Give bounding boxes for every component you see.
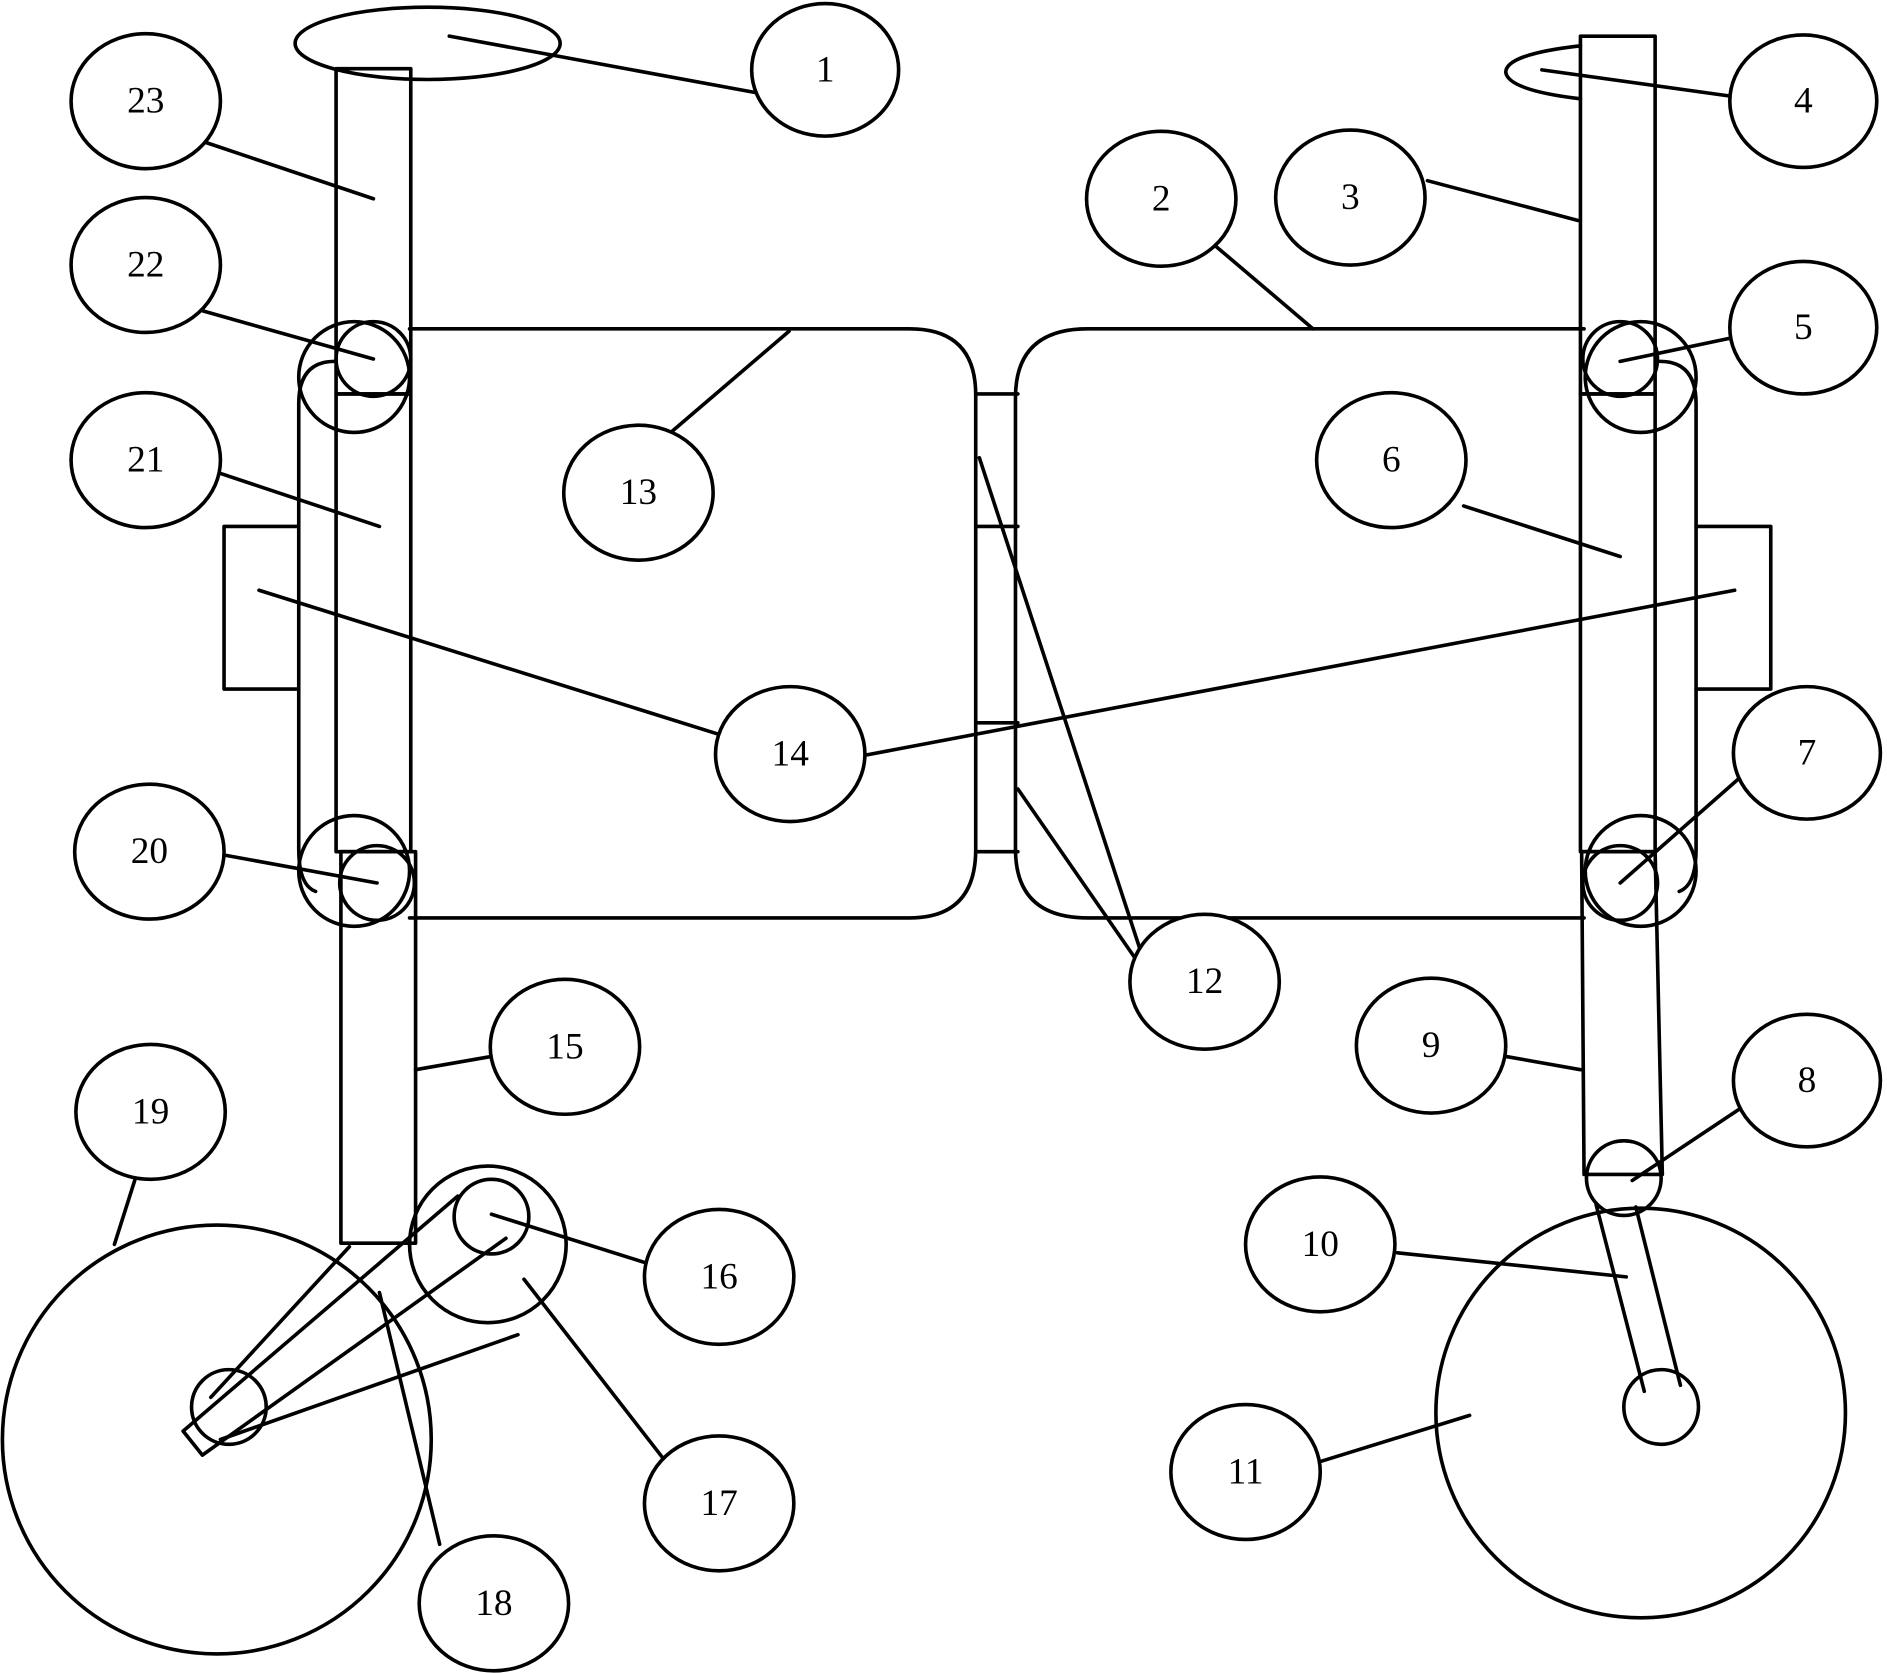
- right-hub: [1624, 1370, 1699, 1445]
- label-6: 6: [1317, 393, 1466, 528]
- label-20: 20: [75, 784, 224, 919]
- svg-text:10: 10: [1302, 1224, 1339, 1265]
- label-10: 10: [1246, 1177, 1395, 1312]
- label-12: 12: [1130, 914, 1279, 1049]
- svg-text:18: 18: [475, 1583, 512, 1624]
- right-assembly: [1015, 36, 1845, 1618]
- left-seat-pad: [410, 329, 976, 918]
- svg-text:21: 21: [127, 440, 164, 481]
- label-15: 15: [490, 979, 639, 1114]
- svg-text:17: 17: [700, 1483, 737, 1524]
- label-2: 2: [1087, 131, 1236, 266]
- label-18: 18: [419, 1536, 568, 1671]
- svg-text:4: 4: [1794, 81, 1813, 122]
- left-pedal-hub: [454, 1179, 529, 1254]
- left-side-bracket: [224, 526, 299, 689]
- right-fork: [1596, 1205, 1680, 1392]
- left-handle-ellipse: [295, 7, 560, 79]
- svg-text:11: 11: [1228, 1452, 1264, 1493]
- svg-text:7: 7: [1798, 732, 1817, 773]
- svg-text:15: 15: [546, 1026, 583, 1067]
- leader-lines: [114, 36, 1740, 1544]
- label-9: 9: [1356, 978, 1505, 1113]
- svg-text:5: 5: [1794, 307, 1813, 348]
- svg-text:2: 2: [1152, 178, 1171, 219]
- svg-text:9: 9: [1422, 1025, 1441, 1066]
- left-hub: [192, 1370, 267, 1445]
- svg-text:3: 3: [1341, 177, 1360, 218]
- label-7: 7: [1733, 687, 1880, 820]
- label-5: 5: [1730, 261, 1877, 394]
- right-side-bracket: [1696, 526, 1771, 689]
- right-top-joint-outer: [1585, 322, 1696, 433]
- svg-text:1: 1: [816, 49, 835, 90]
- svg-text:12: 12: [1186, 961, 1223, 1002]
- right-upper-post: [1580, 36, 1655, 394]
- svg-text:13: 13: [620, 472, 657, 513]
- label-14: 14: [716, 687, 865, 822]
- svg-text:6: 6: [1382, 440, 1401, 481]
- label-21: 21: [71, 393, 220, 528]
- svg-text:19: 19: [132, 1091, 169, 1132]
- svg-text:16: 16: [700, 1256, 737, 1297]
- svg-text:14: 14: [772, 734, 810, 775]
- svg-text:23: 23: [127, 81, 164, 122]
- label-11: 11: [1171, 1405, 1320, 1540]
- left-middle-post: [336, 394, 411, 852]
- label-4: 4: [1730, 35, 1877, 168]
- label-16: 16: [644, 1209, 793, 1344]
- left-top-joint-outer: [299, 322, 410, 433]
- right-top-joint-inner: [1583, 322, 1658, 397]
- label-22: 22: [71, 198, 220, 333]
- right-wheel: [1436, 1208, 1846, 1618]
- svg-text:22: 22: [127, 245, 164, 286]
- left-sprocket: [410, 1166, 567, 1323]
- label-19: 19: [76, 1044, 225, 1179]
- left-wheel: [2, 1225, 431, 1654]
- right-frame-outline: [1660, 361, 1696, 891]
- label-17: 17: [644, 1436, 793, 1571]
- label-23: 23: [71, 34, 220, 169]
- label-8: 8: [1733, 1014, 1880, 1147]
- right-middle-post: [1580, 394, 1655, 852]
- label-1: 1: [752, 4, 899, 137]
- label-13: 13: [564, 425, 713, 560]
- svg-text:20: 20: [131, 831, 168, 872]
- label-3: 3: [1276, 130, 1425, 265]
- svg-text:8: 8: [1798, 1060, 1817, 1101]
- left-frame-outline: [299, 361, 335, 891]
